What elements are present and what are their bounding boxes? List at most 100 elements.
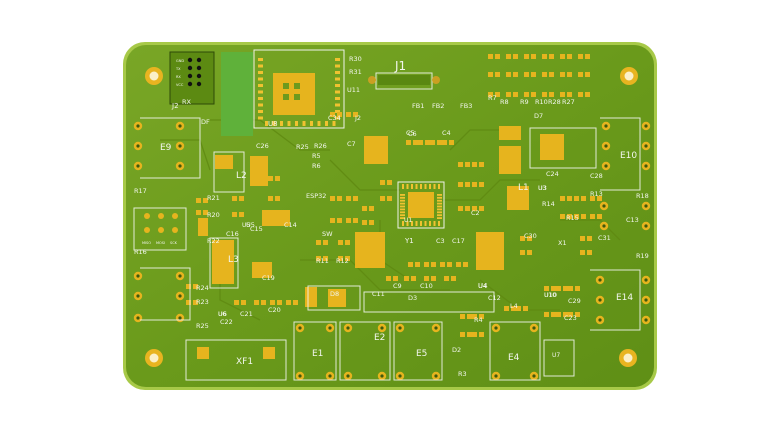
label-y1: Y1 [404,237,414,245]
refdes-r26: R26 [314,142,327,150]
mcu-u1-pad [408,192,434,218]
svg-text:TX: TX [175,67,181,71]
refdes-e4: E4 [508,353,520,363]
refdes-r16: R16 [134,248,147,256]
refdes-c5: C5 [406,129,415,137]
refdes-c13: C13 [626,216,639,224]
refdes-c17: C17 [452,237,465,245]
label-u8: U8 [268,120,278,128]
refdes-c4: C4 [442,129,451,137]
refdes-c24: C24 [546,170,559,178]
label-u4: U4 [478,282,488,290]
module-u8-edge-pads [258,58,340,126]
refdes-r25b: R25 [196,322,209,330]
refdes-c23: C23 [564,314,577,322]
label-u1: U1 [404,217,412,224]
svg-text:MISO: MISO [142,241,151,245]
refdes-d3: D3 [408,294,417,302]
isp-labels: MISO MOSI SCK [142,241,178,245]
refdes-r21: R21 [207,194,220,202]
refdes-c31: C31 [598,234,611,242]
refdes-c10: C10 [420,282,433,290]
refdes-r7: R7 [488,94,497,102]
refdes-r23: R23 [196,298,209,306]
label-u10: U10 [544,292,556,299]
refdes-r19: R19 [636,252,649,260]
refdes-r30: R30 [349,55,362,63]
refdes-c34: C34 [328,114,341,122]
refdes-r15: R15 [566,214,579,222]
module-u8-outline [253,49,345,129]
refdes-c28: C28 [590,172,603,180]
refdes-c3: C3 [436,237,445,245]
refdes-r20: R20 [207,211,220,219]
svg-text:GND: GND [176,59,184,63]
refdes-r18: R18 [636,192,649,200]
refdes-c9: C9 [393,282,402,290]
isp-pads [144,213,178,233]
refdes-u3: U3 [538,184,547,192]
header-pins [187,57,202,87]
refdes-r10: R10 [535,98,548,106]
refdes-xf1: XF1 [236,357,253,367]
refdes-u10: U10 [544,291,557,299]
refdes-j2b: J2 [354,114,361,122]
refdes-r17: R17 [134,187,147,195]
refdes-fb2: FB2 [432,102,444,110]
refdes-c12: C12 [488,294,501,302]
refdes-c6: C6 [408,130,417,138]
refdes-e2: E2 [374,333,385,343]
through-hole-pads [133,121,651,381]
refdes-e5: E5 [416,349,427,359]
refdes-e10: E10 [620,151,637,161]
label-j2: J2 [171,102,179,110]
refdes-r13: R13 [590,190,603,198]
mcu-u1-pins [400,184,442,226]
refdes-x1: X1 [558,239,567,247]
refdes-c11: C11 [372,290,385,298]
refdes-r28: R28 [548,98,561,106]
refdes-c15: C15 [250,225,263,233]
label-j1: J1 [394,59,406,73]
header-j2-body [169,51,215,105]
svg-text:MOSI: MOSI [156,241,165,245]
refdes-c20: C20 [268,306,281,314]
refdes-esp: ESP32 [306,192,326,200]
mcu-u1-outline [397,181,445,229]
refdes-r31: R31 [349,68,362,76]
refdes-fb1: FB1 [412,102,424,110]
refdes-r11: R11 [316,257,329,265]
refdes-d8: D8 [330,290,339,298]
label-u5: U5 [242,222,250,229]
refdes-r25a: R25 [296,143,309,151]
refdes-l3: L3 [228,255,239,265]
refdes-r12: R12 [336,257,349,265]
refdes-df: DF [201,118,210,126]
refdes-c26: C26 [256,142,269,150]
refdes-c2: C2 [471,209,480,217]
antenna-keepout [221,52,253,136]
refdes-e9: E9 [160,143,172,153]
refdes-r27: R27 [562,98,575,106]
connector-j1 [368,75,440,85]
module-u8-pads [273,73,315,115]
refdes-r14: R14 [542,200,555,208]
refdes-sw: SW [322,230,333,238]
refdes-c19: C19 [262,274,275,282]
refdes-u5: U5 [246,221,255,229]
refdes-l4: L4 [510,302,518,310]
refdes-r24: R24 [196,284,209,292]
header-pin-labels: GND TX RX VCC [175,59,184,87]
smd-pads [186,54,602,337]
refdes-d7: D7 [534,112,543,120]
refdes-u11: U11 [347,86,360,94]
svg-text:RX: RX [176,75,181,79]
label-u7: U7 [552,352,560,359]
refdes-r3: R3 [458,370,467,378]
refdes-r8: R8 [500,98,509,106]
refdes-c30: C30 [524,232,537,240]
silkscreen-labels: J1 J2 U8 U1 Y1 U3 U4 U5 U6 U7 U10 [171,59,560,359]
silk-outlines [133,72,641,381]
svg-text:SCK: SCK [170,241,178,245]
